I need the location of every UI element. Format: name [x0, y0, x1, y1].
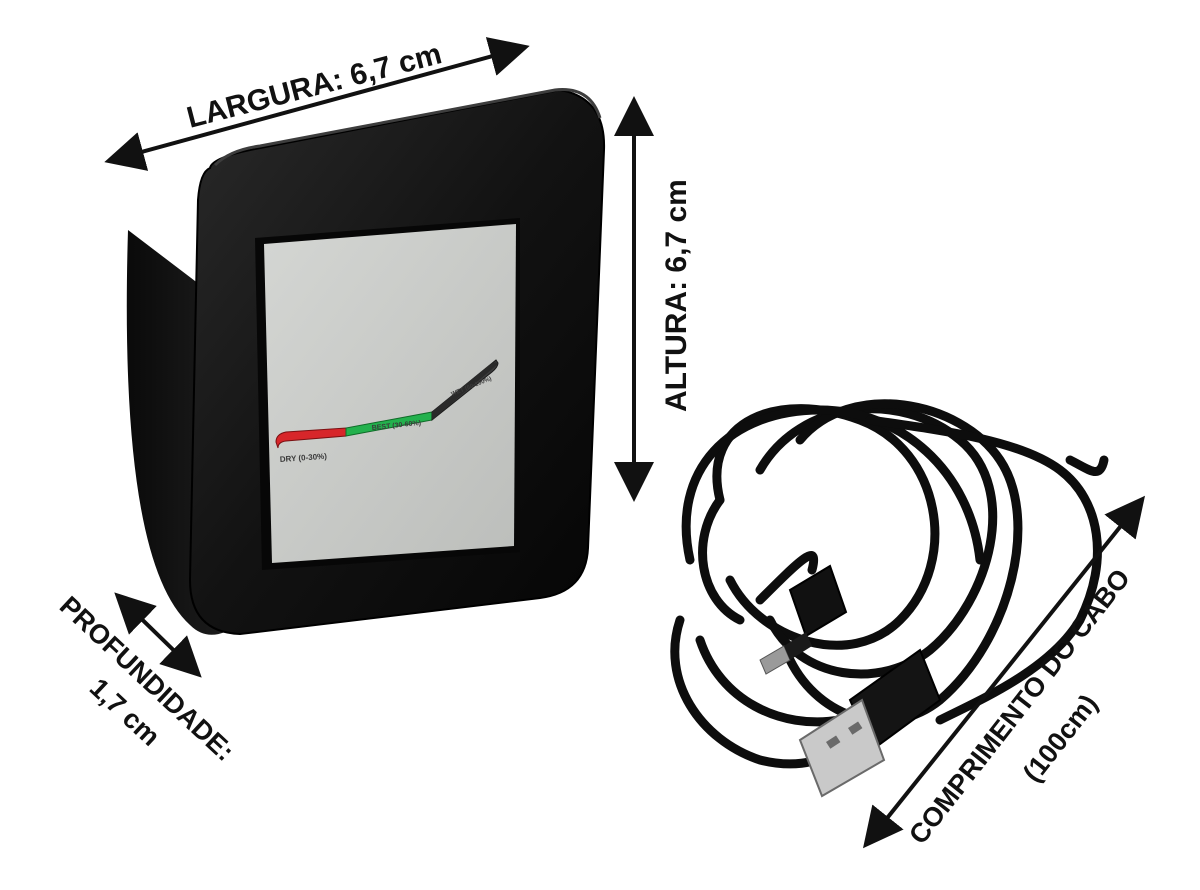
hygrometer-device: DRY (0-30%) BEST (30-60%) WET (60-100%): [126, 88, 606, 636]
micro-usb-neck: [784, 632, 812, 660]
width-arrow: [104, 37, 530, 171]
usb-a-hole-2: [848, 721, 863, 735]
height-dimension: ALTURA: 6,7 cm: [614, 96, 693, 502]
cable-arrow: [863, 495, 1145, 849]
height-label: ALTURA: 6,7 cm: [660, 179, 693, 412]
micro-usb-plug: [759, 564, 848, 675]
micro-usb-housing: [788, 564, 848, 638]
cable-tail: [755, 551, 819, 605]
cable-loop-4: [681, 405, 985, 565]
cable-loop-7: [1065, 455, 1109, 476]
lcd-screen: [264, 224, 516, 563]
dry-label: DRY (0-30%): [280, 452, 328, 464]
wet-segment-edge: [432, 362, 498, 420]
bezel-highlight: [213, 88, 602, 167]
micro-usb-connector: [759, 645, 791, 675]
depth-arrow: [114, 592, 202, 678]
usb-a-hole-1: [826, 735, 841, 749]
cable-loop-9: [695, 635, 845, 727]
cable-loop-5: [698, 495, 745, 625]
